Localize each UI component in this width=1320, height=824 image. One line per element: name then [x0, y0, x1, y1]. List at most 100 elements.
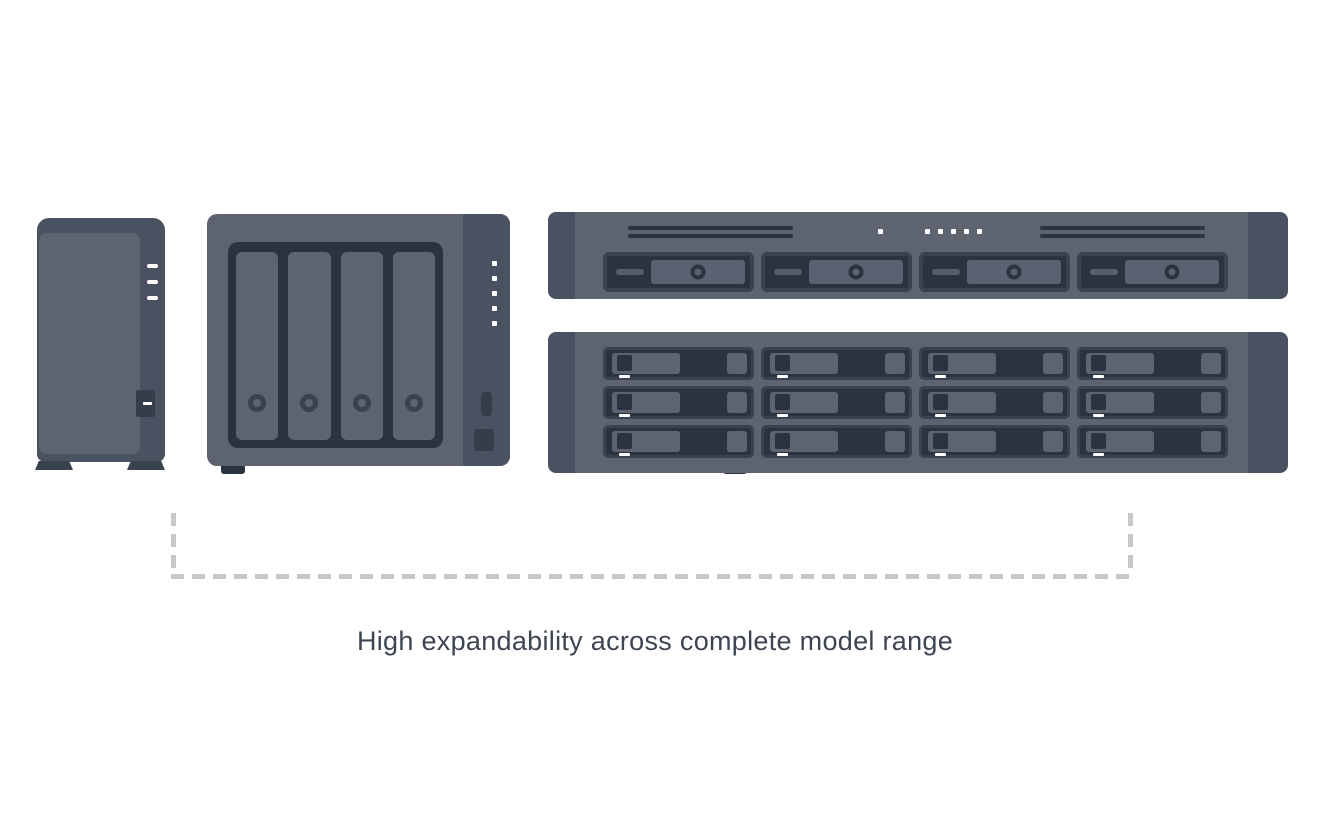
tray-status-led — [777, 414, 788, 417]
bracket-left-riser — [171, 513, 176, 575]
tray-handle — [928, 392, 996, 413]
drive-tray — [761, 386, 912, 419]
tray-release-button — [885, 353, 905, 374]
status-led — [147, 264, 158, 268]
tray-release-button — [885, 392, 905, 413]
tray-handle — [770, 392, 838, 413]
caption-text: High expandability across complete model… — [356, 626, 954, 656]
tray-latch — [617, 433, 632, 449]
tray-lock-icon — [352, 394, 371, 412]
drive-tray — [236, 252, 279, 440]
rack-2u-drive-bays — [603, 347, 1229, 458]
tray-status-led — [619, 375, 630, 378]
tray-handle — [967, 260, 1061, 284]
tray-latch — [1091, 394, 1106, 410]
desktop-status-leds — [492, 261, 497, 326]
tray-latch — [933, 433, 948, 449]
tray-led-slot — [774, 269, 802, 275]
tray-status-led — [935, 453, 946, 456]
status-led — [492, 306, 497, 311]
tray-status-led — [1093, 414, 1104, 417]
tray-release-button — [1201, 431, 1221, 452]
drive-tray — [919, 347, 1070, 380]
drive-tray — [340, 252, 383, 440]
tray-latch — [775, 355, 790, 371]
tray-release-button — [1201, 353, 1221, 374]
tray-handle — [1086, 353, 1154, 374]
status-led — [951, 229, 956, 234]
tray-led-slot — [616, 269, 644, 275]
tray-lock-icon — [248, 394, 267, 412]
tower-foot — [127, 461, 165, 470]
status-led — [878, 229, 883, 234]
bracket-horizontal-line — [171, 574, 1133, 579]
status-led — [977, 229, 982, 234]
tray-status-led — [1093, 375, 1104, 378]
tray-release-button — [727, 353, 747, 374]
status-led — [492, 261, 497, 266]
tray-latch — [933, 394, 948, 410]
tray-status-led — [619, 453, 630, 456]
tray-lock-icon — [848, 264, 864, 280]
status-led — [964, 229, 969, 234]
tray-handle — [809, 260, 903, 284]
drive-tray — [288, 252, 331, 440]
tower-foot — [35, 461, 73, 470]
vent-line — [628, 234, 793, 238]
status-led — [492, 321, 497, 326]
tray-latch — [617, 355, 632, 371]
tray-latch — [1091, 433, 1106, 449]
drive-tray — [1077, 425, 1228, 458]
drive-tray — [919, 425, 1070, 458]
tray-latch — [617, 394, 632, 410]
tray-lock-icon — [300, 394, 319, 412]
tray-status-led — [935, 414, 946, 417]
tray-lock-icon — [690, 264, 706, 280]
drive-tray — [1077, 252, 1228, 292]
rackmount-nas-2u — [548, 332, 1288, 473]
tower-usb-port — [136, 390, 155, 417]
tray-release-button — [885, 431, 905, 452]
tray-release-button — [1043, 392, 1063, 413]
tray-handle — [928, 353, 996, 374]
tray-status-led — [1093, 453, 1104, 456]
tray-release-button — [727, 392, 747, 413]
desktop-drive-bay-frame — [228, 242, 443, 448]
tower-front-panel — [39, 233, 140, 454]
drive-tray — [1077, 347, 1228, 380]
drive-tray — [603, 425, 754, 458]
rack-1u-status-leds — [878, 229, 982, 234]
usb-port-slot — [143, 402, 152, 405]
drive-tray — [761, 347, 912, 380]
drive-tray — [603, 252, 754, 292]
vent-grille — [628, 226, 793, 238]
status-led — [492, 291, 497, 296]
tray-release-button — [1043, 431, 1063, 452]
tray-release-button — [727, 431, 747, 452]
vent-line — [1040, 234, 1205, 238]
drive-tray — [761, 252, 912, 292]
tray-led-slot — [1090, 269, 1118, 275]
drive-tray — [1077, 386, 1228, 419]
rackmount-nas-1u — [548, 212, 1288, 299]
tray-latch — [775, 394, 790, 410]
tray-latch — [775, 433, 790, 449]
tray-handle — [770, 353, 838, 374]
status-led — [147, 296, 158, 300]
bracket-right-riser — [1128, 513, 1133, 575]
status-led — [492, 276, 497, 281]
vent-grille — [1040, 226, 1205, 238]
power-button — [481, 392, 492, 416]
tray-release-button — [1201, 392, 1221, 413]
drive-tray — [919, 252, 1070, 292]
tray-lock-icon — [404, 394, 423, 412]
drive-tray — [392, 252, 435, 440]
tray-lock-icon — [1006, 264, 1022, 280]
desktop-usb-port — [474, 429, 494, 451]
desktop-foot — [221, 466, 245, 474]
tray-handle — [612, 353, 680, 374]
tray-handle — [928, 431, 996, 452]
tray-handle — [651, 260, 745, 284]
rack-1u-drive-bays — [603, 252, 1228, 292]
